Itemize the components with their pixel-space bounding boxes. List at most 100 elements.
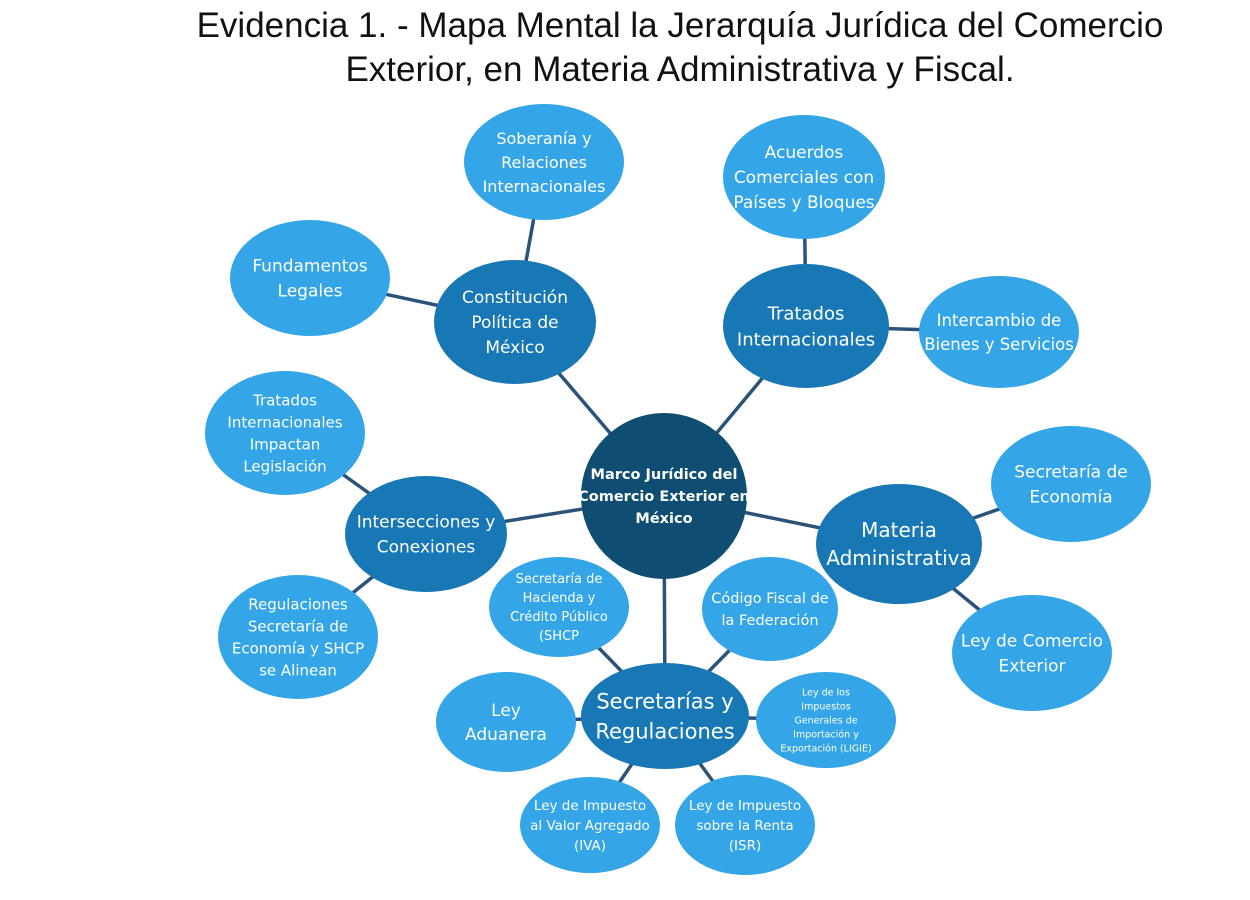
node-economia: Secretaría de Economía xyxy=(991,426,1151,542)
node-label-line: Economía xyxy=(1029,488,1112,508)
node-label-line: Marco Jurídico del xyxy=(591,467,738,483)
node-label-line: Generales de xyxy=(794,715,857,726)
node-label-line: Ley xyxy=(491,701,521,721)
node-label-line: Secretaría de xyxy=(516,572,603,587)
node-shape xyxy=(816,484,982,604)
node-label: Intercambio de Bienes y Servicios xyxy=(924,311,1074,354)
node-label: Ley de Impuesto sobre la Renta (ISR) xyxy=(689,798,801,854)
node-shape xyxy=(230,220,390,336)
node-label-line: Crédito Público xyxy=(510,610,608,625)
node-shape xyxy=(520,777,660,873)
node-shape xyxy=(919,276,1079,388)
node-label-line: (IVA) xyxy=(574,838,606,854)
node-label-line: Acuerdos xyxy=(765,143,844,163)
node-label: Secretaría de Hacienda y Crédito Público (S… xyxy=(510,572,608,644)
node-label-line: sobre la Renta xyxy=(696,818,793,834)
node-intercambio: Intercambio de Bienes y Servicios xyxy=(919,276,1079,388)
node-label-line: Exterior xyxy=(998,657,1065,677)
node-label-line: Conexiones xyxy=(377,538,476,558)
node-label-line: Tratados xyxy=(767,303,845,324)
node-label-line: Ley de Impuesto xyxy=(689,798,801,814)
node-label-line: Exportación (LIGIE) xyxy=(780,743,871,754)
node-label: Intersecciones y Conexiones xyxy=(357,513,496,558)
node-cff: Código Fiscal de la Federación xyxy=(702,557,838,661)
node-shape xyxy=(675,775,815,875)
node-label-line: la Federación xyxy=(721,613,818,629)
node-label-line: Internacionales xyxy=(483,177,606,196)
node-shape xyxy=(723,115,885,239)
node-label: Ley de Impuesto al Valor Agregado (IVA) xyxy=(530,798,650,854)
node-label-line: Regulaciones xyxy=(248,595,348,613)
node-shcp: Secretaría de Hacienda y Crédito Público (S… xyxy=(489,557,629,657)
node-label-line: Ley de los xyxy=(802,687,850,698)
node-label-line: Secretaría de xyxy=(1014,463,1128,483)
node-label: Código Fiscal de la Federación xyxy=(711,591,828,629)
node-label-line: Tratados xyxy=(252,391,317,409)
node-label-line: México xyxy=(635,511,692,527)
node-shape xyxy=(434,260,596,384)
node-label-line: Secretarías y xyxy=(596,690,733,714)
node-iva: Ley de Impuesto al Valor Agregado (IVA) xyxy=(520,777,660,873)
node-shape xyxy=(464,104,624,220)
node-label-line: se Alinean xyxy=(259,661,337,679)
node-label-line: Hacienda y xyxy=(523,591,596,606)
node-label-line: México xyxy=(485,338,544,358)
node-label-line: Comercio Exterior en xyxy=(578,489,750,505)
node-shape xyxy=(952,595,1112,711)
node-label-line: Intersecciones y xyxy=(357,513,496,533)
node-label-line: Materia xyxy=(861,518,937,542)
node-label-line: Importación y xyxy=(793,729,859,740)
node-label-line: Comerciales con xyxy=(734,168,874,188)
node-label-line: Administrativa xyxy=(826,546,972,570)
node-label-line: Impuestos xyxy=(801,701,850,712)
node-label-line: Internacionales xyxy=(737,329,875,350)
node-label-line: (ISR) xyxy=(729,838,761,854)
node-label-line: Relaciones xyxy=(501,153,587,172)
node-label-line: Política de xyxy=(471,313,558,333)
node-label-line: Ley de Impuesto xyxy=(534,798,646,814)
node-label-line: Bienes y Servicios xyxy=(924,335,1074,354)
node-shape xyxy=(581,413,747,579)
node-label-line: Intercambio de xyxy=(937,311,1062,330)
node-label: Secretaría de Economía xyxy=(1014,463,1128,508)
node-shape xyxy=(436,672,576,772)
node-label-line: Legales xyxy=(278,282,343,302)
node-shape xyxy=(205,371,365,495)
node-label-line: Fundamentos xyxy=(252,257,367,277)
node-label-line: al Valor Agregado xyxy=(530,818,650,834)
node-label-line: Código Fiscal de xyxy=(711,591,828,607)
node-shape xyxy=(345,476,507,592)
node-label-line: (SHCP xyxy=(539,629,579,644)
diagram-title: Evidencia 1. - Mapa Mental la Jerarquía … xyxy=(196,6,1164,89)
node-shape xyxy=(756,672,896,768)
node-shape xyxy=(218,575,378,699)
node-label-line: Soberanía y xyxy=(496,129,591,148)
